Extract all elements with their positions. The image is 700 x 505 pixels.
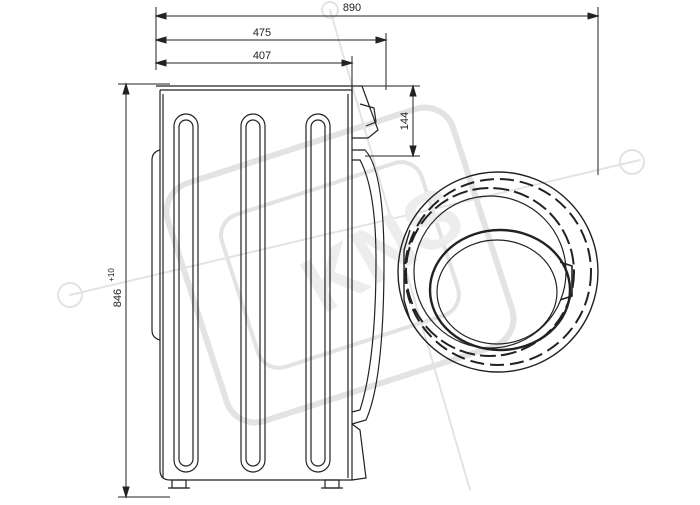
dim-height-base: 846: [112, 289, 124, 307]
dim-depth-with-door: 475: [253, 27, 271, 39]
dim-height-label: 846 +10: [107, 268, 124, 308]
dim-panel-height: 144: [399, 112, 411, 130]
dim-height-tolerance: +10: [107, 268, 116, 282]
dimension-lines: [118, 7, 600, 499]
dim-overall-depth: 890: [343, 2, 361, 14]
side-panel-ribs: [173, 113, 331, 473]
door-swing-view: [397, 171, 599, 373]
dim-body-depth: 407: [253, 50, 271, 62]
machine-side-view: [151, 85, 385, 489]
